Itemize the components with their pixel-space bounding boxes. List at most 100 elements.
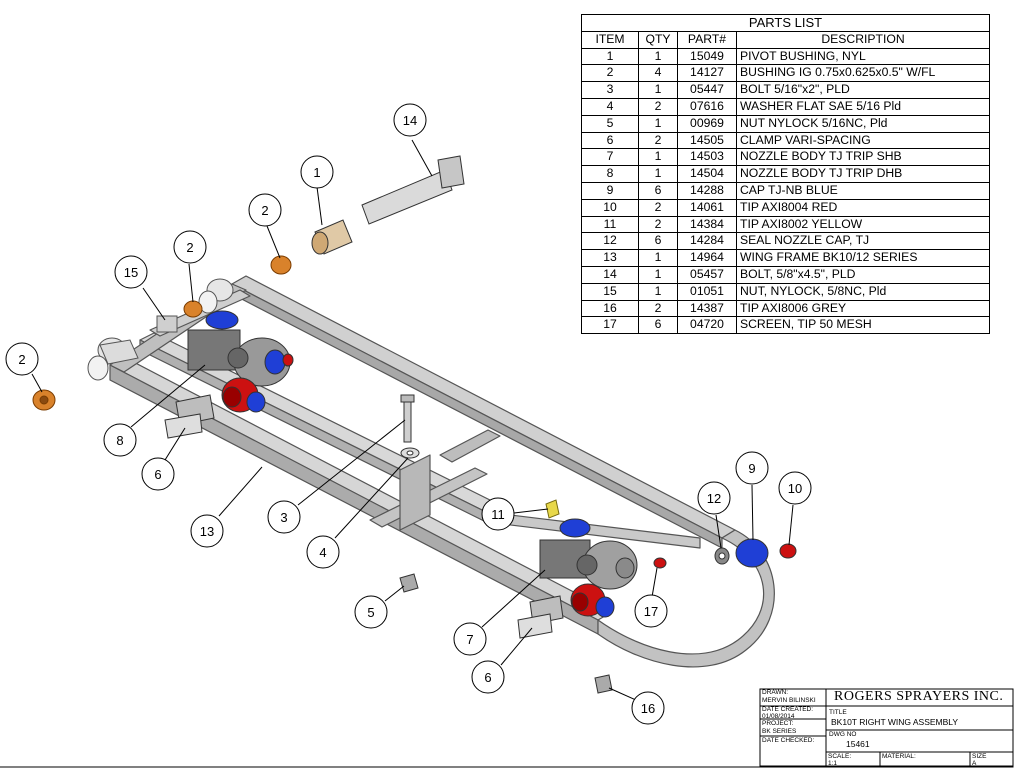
part-number-cell: 14384 (677, 215, 737, 234)
part-number-cell: 14505 (677, 131, 737, 150)
balloon-2a: 2 (248, 193, 282, 227)
clamps (164, 394, 564, 639)
svg-text:17: 17 (644, 604, 658, 619)
svg-text:4: 4 (319, 545, 326, 560)
company-name: ROGERS SPRAYERS INC. (834, 689, 1004, 704)
qty-cell: 1 (638, 165, 678, 183)
scale-label: SCALE: (828, 753, 852, 760)
qty-cell: 1 (638, 249, 678, 267)
part-number-cell: 14504 (677, 165, 737, 183)
qty-cell: 1 (638, 282, 678, 301)
part-number-cell: 07616 (677, 97, 737, 116)
part-number-cell: 00969 (677, 114, 737, 133)
item-cell: 14 (581, 265, 639, 284)
qty-cell: 2 (638, 97, 678, 116)
tip-yellow (545, 499, 560, 519)
balloon-9: 9 (735, 451, 769, 485)
svg-text:11: 11 (491, 507, 505, 522)
description-cell: WING FRAME BK10/12 SERIES (736, 249, 990, 267)
item-cell: 8 (581, 165, 639, 183)
balloon-12: 12 (697, 481, 731, 515)
date-checked-label: DATE CHECKED: (762, 737, 815, 744)
header-part: PART# (677, 30, 737, 49)
balloon-3: 3 (267, 500, 301, 534)
header-qty: QTY (638, 30, 678, 49)
part-number-cell: 14127 (677, 64, 737, 83)
balloon-17: 17 (634, 594, 668, 628)
qty-cell: 2 (638, 198, 678, 217)
nozzle-body-right (539, 518, 638, 618)
nozzle-body-left (187, 310, 294, 413)
material-label: MATERIAL: (882, 753, 916, 760)
part-number-cell: 01051 (677, 282, 737, 301)
balloon-16: 16 (631, 691, 665, 725)
size-value: A (972, 760, 977, 767)
svg-text:9: 9 (748, 461, 755, 476)
item-cell: 9 (581, 181, 639, 200)
item-cell: 15 (581, 282, 639, 301)
svg-text:2: 2 (261, 203, 268, 218)
item-cell: 7 (581, 148, 639, 167)
item-cell: 13 (581, 249, 639, 267)
svg-text:7: 7 (466, 632, 473, 647)
item-cell: 6 (581, 131, 639, 150)
drawn-by: MERVIN BILINSKI (762, 697, 816, 704)
description-cell: PIVOT BUSHING, NYL (736, 47, 990, 66)
qty-cell: 1 (638, 47, 678, 66)
item-cell: 1 (581, 47, 639, 66)
title-block-frame (0, 688, 1014, 768)
svg-text:6: 6 (154, 467, 161, 482)
description-cell: CLAMP VARI-SPACING (736, 131, 990, 150)
header-description: DESCRIPTION (736, 30, 990, 49)
balloon-8: 8 (103, 423, 137, 457)
svg-text:8: 8 (116, 433, 123, 448)
balloon-15: 15 (114, 255, 148, 289)
item-cell: 11 (581, 215, 639, 234)
item-cell: 4 (581, 97, 639, 116)
item-cell: 12 (581, 232, 639, 251)
description-cell: SEAL NOZZLE CAP, TJ (736, 232, 990, 251)
description-cell: BOLT, 5/8"x4.5", PLD (736, 265, 990, 284)
description-cell: TIP AXI8006 GREY (736, 299, 990, 318)
qty-cell: 1 (638, 114, 678, 133)
item-cell: 3 (581, 81, 639, 99)
exploded-cap-parts (653, 538, 797, 569)
description-cell: SCREEN, TIP 50 MESH (736, 316, 990, 335)
part-number-cell: 14503 (677, 148, 737, 167)
dwg-no-label: DWG NO (829, 731, 857, 738)
balloon-2b: 2 (173, 230, 207, 264)
frame-cross-middle (439, 429, 501, 463)
tip-grey (594, 674, 613, 694)
balloon-11: 11 (481, 497, 515, 531)
dwg-no: 15461 (846, 739, 870, 749)
date-created: 01/08/2014 (762, 713, 795, 720)
svg-text:3: 3 (280, 510, 287, 525)
scale-value: 1:1 (828, 760, 838, 767)
svg-text:13: 13 (200, 524, 214, 539)
description-cell: NUT NYLOCK 5/16NC, Pld (736, 114, 990, 133)
balloon-6b: 6 (471, 660, 505, 694)
qty-cell: 6 (638, 181, 678, 200)
qty-cell: 1 (638, 265, 678, 284)
description-cell: BUSHING IG 0.75x0.625x0.5" W/FL (736, 64, 990, 83)
project-label: PROJECT: (762, 720, 794, 727)
pivot-tubes (87, 278, 234, 381)
svg-text:15: 15 (124, 265, 138, 280)
part-number-cell: 05457 (677, 265, 737, 284)
svg-text:12: 12 (707, 491, 721, 506)
part-number-cell: 04720 (677, 316, 737, 335)
part-number-cell: 14284 (677, 232, 737, 251)
